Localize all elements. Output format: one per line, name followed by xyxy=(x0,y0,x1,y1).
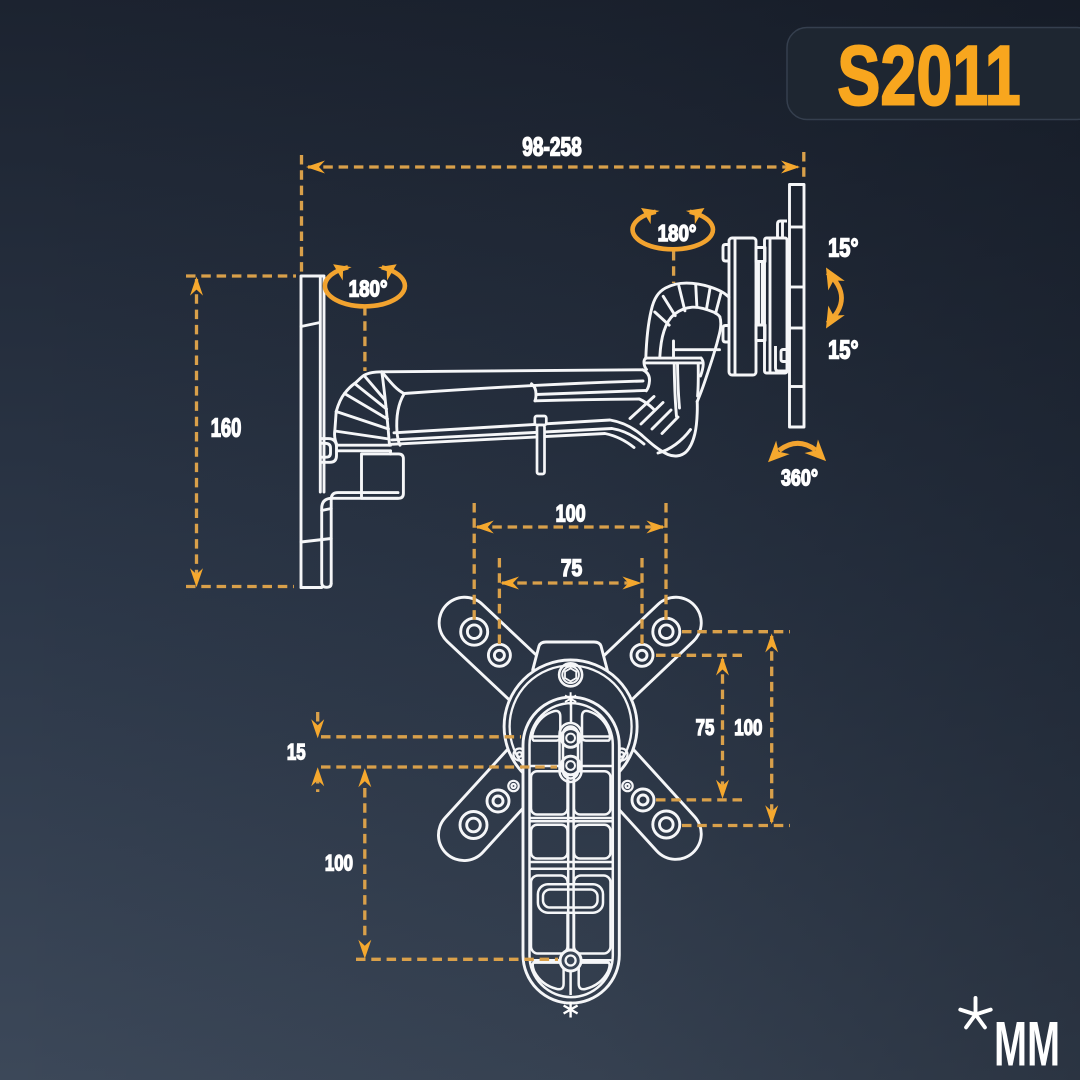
svg-text:160: 160 xyxy=(211,413,242,442)
svg-text:MM: MM xyxy=(994,1009,1060,1080)
svg-text:100: 100 xyxy=(734,716,762,741)
svg-text:100: 100 xyxy=(325,851,353,876)
svg-text:100: 100 xyxy=(556,501,586,527)
svg-text:180°: 180° xyxy=(658,220,697,247)
svg-text:180°: 180° xyxy=(349,275,388,302)
svg-text:75: 75 xyxy=(696,716,715,741)
svg-text:98-258: 98-258 xyxy=(522,133,581,161)
svg-text:15°: 15° xyxy=(828,335,858,364)
svg-text:75: 75 xyxy=(561,554,582,582)
svg-text:15°: 15° xyxy=(828,233,858,262)
svg-text:S2011: S2011 xyxy=(837,28,1020,122)
svg-text:15: 15 xyxy=(287,740,306,765)
svg-text:360°: 360° xyxy=(781,465,818,491)
